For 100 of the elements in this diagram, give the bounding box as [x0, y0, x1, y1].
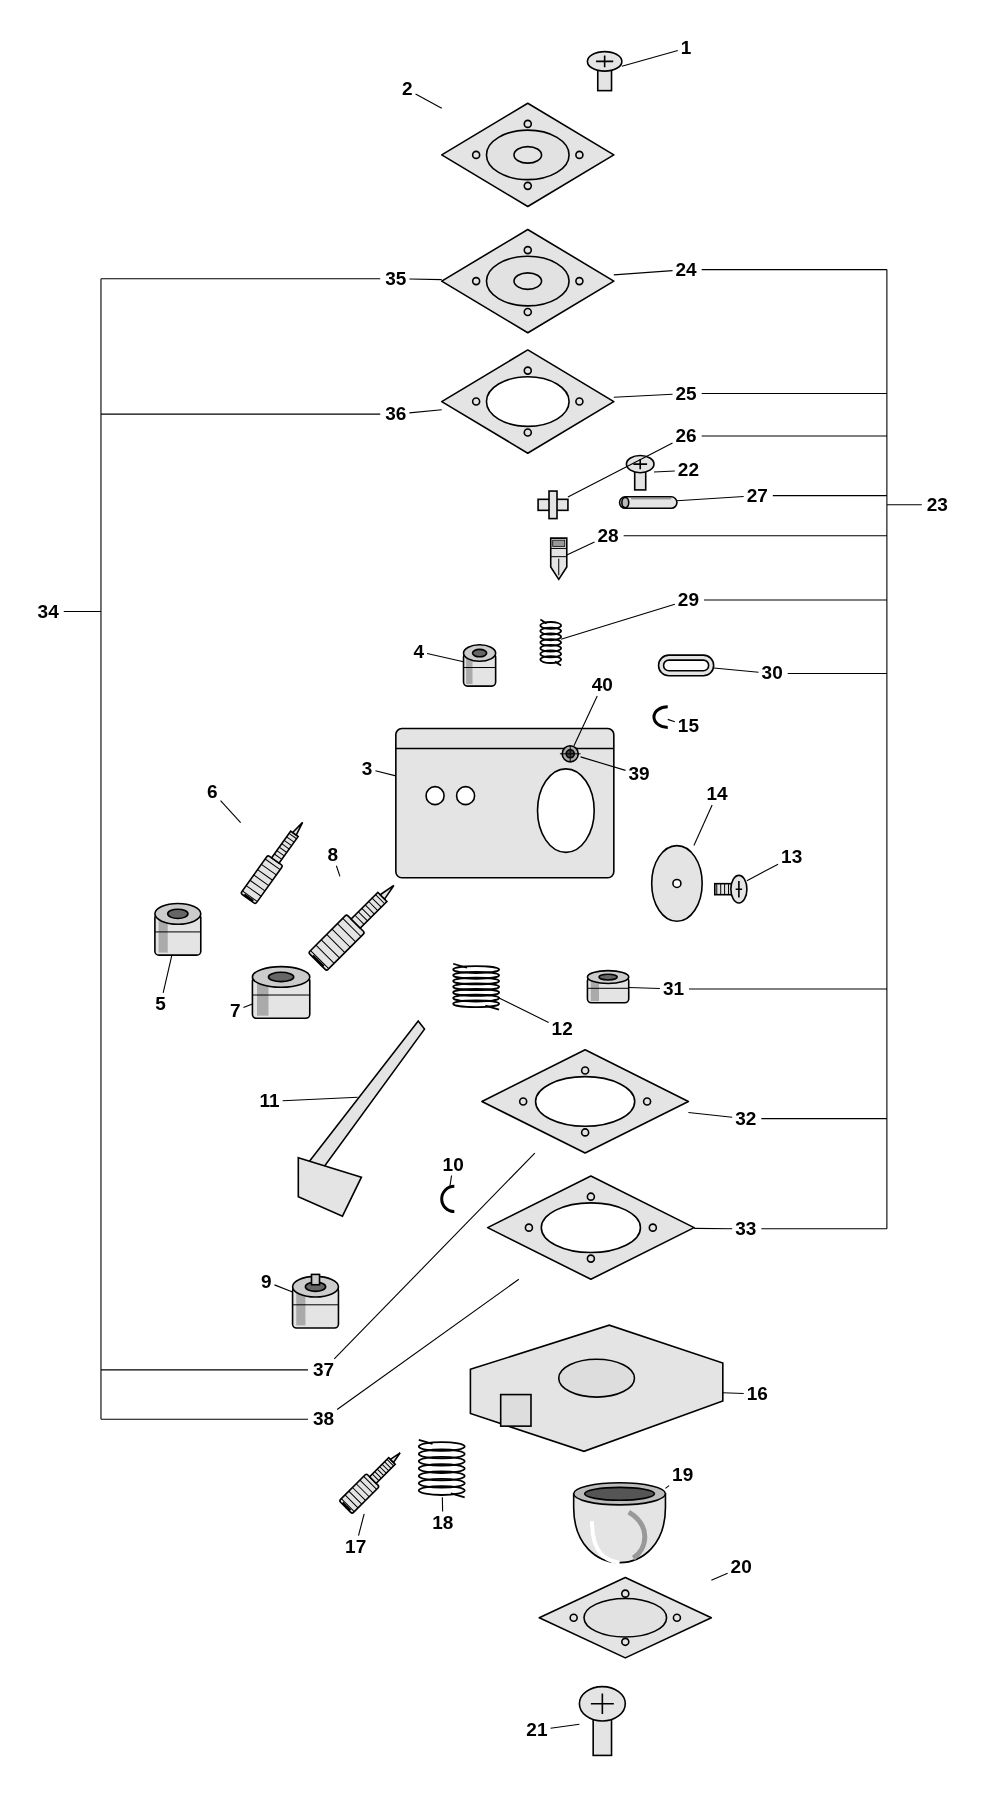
screw-drawing: [625, 454, 655, 491]
cap-drawing: [251, 965, 311, 1020]
leader-line: [676, 495, 745, 502]
callout-number: 10: [440, 1154, 466, 1175]
callout-number: 38: [311, 1409, 337, 1430]
callout-number: 25: [673, 383, 699, 404]
cover-plate-drawing: [440, 102, 615, 208]
leader-line: [746, 863, 779, 882]
callout-number: 19: [670, 1465, 696, 1486]
valve-drawing: [559, 744, 582, 763]
callout-number: 28: [595, 525, 621, 546]
callout-number: 7: [227, 1000, 243, 1021]
leader-line: [336, 1278, 520, 1411]
primer-bulb-drawing: [572, 1482, 667, 1565]
callout-number: 8: [325, 844, 340, 865]
leader-line: [664, 1485, 670, 1489]
leader-line: [573, 695, 598, 747]
carburetor-body-drawing: [395, 727, 615, 879]
leader-line: [713, 667, 760, 673]
leader-line: [621, 49, 679, 67]
leader-line: [408, 409, 443, 414]
leader-line: [687, 1111, 733, 1118]
leader-line: [374, 770, 397, 777]
callout-number: 21: [524, 1720, 550, 1741]
callout-number: 14: [704, 783, 730, 804]
gasket-drawing: [440, 349, 615, 454]
callout-number: 23: [925, 494, 949, 515]
gasket-drawing: [486, 1175, 695, 1281]
leader-line: [449, 1175, 453, 1187]
screw-drawing: [578, 1685, 627, 1757]
leader-line: [220, 800, 242, 824]
callout-number: 4: [411, 641, 427, 662]
callout-number: 40: [589, 674, 615, 695]
clip-drawing: [652, 705, 668, 729]
leader-line: [580, 756, 627, 771]
callout-number: 31: [660, 979, 687, 999]
leader-line: [357, 1513, 365, 1537]
leader-line: [567, 442, 674, 498]
plug-drawing: [586, 969, 630, 1004]
leader-line: [722, 1392, 745, 1395]
callout-number: 15: [675, 716, 701, 737]
leader-line: [566, 541, 596, 556]
callout-number: 29: [675, 590, 701, 611]
callout-number: 36: [383, 404, 409, 425]
lever-drawing: [537, 490, 569, 520]
callout-number: 35: [383, 268, 409, 289]
adjusting-screw-drawing: [239, 821, 304, 905]
gasket-drawing: [481, 1049, 690, 1154]
screw-drawing: [714, 874, 748, 904]
callout-number: 5: [153, 993, 168, 1014]
callout-number: 2: [400, 79, 415, 100]
leader-line: [335, 865, 341, 877]
leader-line: [333, 1152, 536, 1360]
callout-number: 20: [728, 1557, 754, 1578]
callout-number: 9: [258, 1271, 274, 1292]
pin-drawing: [618, 496, 678, 510]
callout-number: 17: [343, 1536, 369, 1557]
callout-number: 27: [744, 485, 770, 506]
leader-line: [613, 393, 674, 398]
callout-number: 30: [759, 663, 785, 684]
callout-number: 1: [678, 38, 694, 59]
knob-drawing: [291, 1273, 340, 1329]
callout-number: 13: [779, 847, 805, 868]
leader-line: [560, 603, 676, 640]
leader-line: [667, 718, 676, 723]
leader-line: [408, 278, 443, 281]
flange-gasket-drawing: [538, 1576, 713, 1659]
leader-line: [498, 997, 550, 1023]
diaphragm-drawing: [440, 228, 615, 334]
clip-drawing: [440, 1184, 455, 1214]
leader-line: [549, 1723, 580, 1729]
callout-number: 18: [430, 1512, 456, 1533]
shaft-drawing: [297, 1019, 426, 1218]
callout-number: 3: [359, 758, 375, 779]
cap-drawing: [154, 902, 202, 956]
spring-drawing: [539, 618, 562, 667]
disc-drawing: [650, 844, 703, 923]
leader-line: [282, 1096, 359, 1102]
spring-drawing: [452, 962, 500, 1011]
leader-line: [710, 1572, 729, 1581]
pump-body-drawing: [469, 1324, 724, 1453]
leader-line: [693, 804, 713, 847]
leader-line: [693, 1227, 733, 1230]
leader-line: [273, 1284, 294, 1293]
needle-valve-drawing: [549, 537, 568, 581]
plug-drawing: [462, 644, 497, 687]
callout-number: 16: [744, 1384, 770, 1404]
callout-number: 34: [36, 601, 60, 622]
seal-drawing: [657, 654, 715, 677]
callout-number: 11: [257, 1091, 282, 1112]
leader-line: [613, 270, 674, 276]
adjusting-screw-drawing: [307, 884, 395, 972]
callout-number: 12: [549, 1019, 575, 1040]
leader-line: [441, 1496, 444, 1513]
callout-number: 33: [733, 1218, 759, 1239]
leader-line: [242, 1003, 253, 1009]
callout-number: 22: [675, 460, 701, 481]
leader-line: [628, 986, 661, 990]
leader-line: [415, 93, 443, 109]
callout-number: 37: [311, 1359, 337, 1380]
